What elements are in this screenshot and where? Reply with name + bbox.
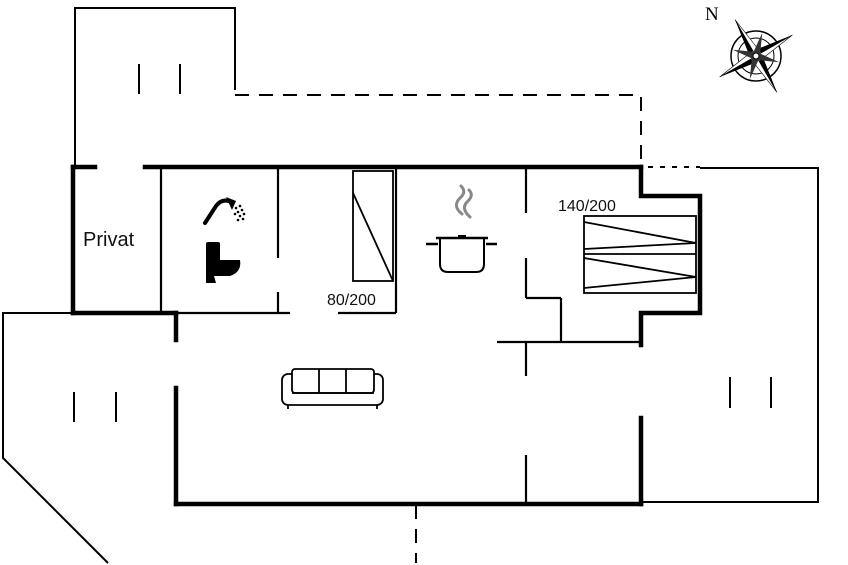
compass-north-label: N (705, 4, 719, 25)
terrace-outlines (2, 7, 819, 564)
terrace-marks (73, 64, 772, 422)
bed-size-single-label: 80/200 (327, 292, 376, 309)
exterior-walls (70, 164, 703, 507)
sofa-icon (281, 368, 384, 409)
interior-walls (159, 167, 641, 504)
compass-rose-icon (719, 19, 793, 93)
double-bed (583, 215, 697, 294)
terrace-west (2, 312, 109, 564)
overhang-north (235, 94, 642, 165)
roof-overhang (235, 94, 642, 563)
terrace-north (74, 7, 236, 165)
toilet-icon (206, 242, 241, 283)
shower-icon (203, 197, 246, 225)
room-label-privat: Privat (83, 229, 135, 251)
single-bed (352, 170, 394, 282)
cooking-pot-icon (426, 184, 497, 273)
terrace-east (641, 167, 819, 503)
bed-size-double-label: 140/200 (558, 198, 616, 215)
